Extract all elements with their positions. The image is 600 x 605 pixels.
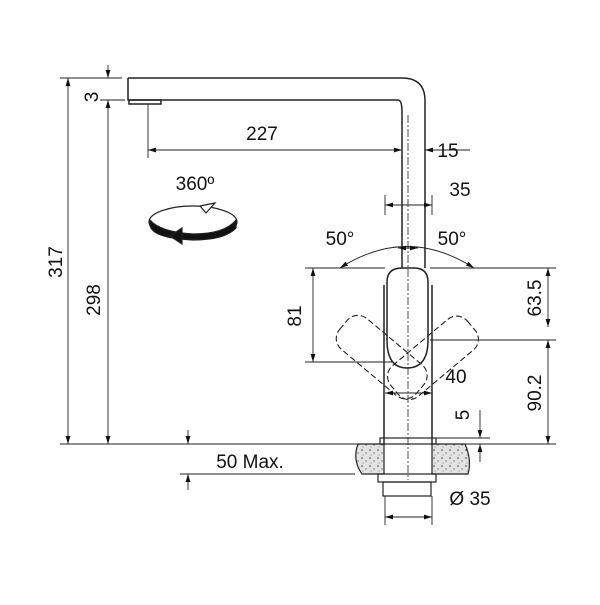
dim-298: 298 <box>84 284 105 316</box>
dim-90-2: 90.2 <box>525 375 546 412</box>
dim-15: 15 <box>437 141 458 162</box>
handle-rotated-positions <box>335 314 479 401</box>
dim-227: 227 <box>246 124 278 145</box>
dim-diameter-35: Ø 35 <box>449 489 490 510</box>
dim-40: 40 <box>445 367 466 388</box>
dim-3: 3 <box>82 92 103 103</box>
dim-5: 5 <box>453 410 474 421</box>
dim-317: 317 <box>46 246 67 278</box>
faucet-spout <box>127 77 426 268</box>
dim-50-max: 50 Max. <box>216 452 284 473</box>
rotation-label: 360º <box>176 174 215 195</box>
faucet-handle <box>383 267 433 445</box>
angle-right: 50° <box>438 229 467 250</box>
dim-35: 35 <box>449 180 470 201</box>
angle-left: 50° <box>326 229 355 250</box>
dim-63-5: 63.5 <box>525 280 546 317</box>
rotation-360-icon <box>148 202 238 246</box>
dim-81: 81 <box>285 305 306 326</box>
countertop <box>355 437 471 497</box>
